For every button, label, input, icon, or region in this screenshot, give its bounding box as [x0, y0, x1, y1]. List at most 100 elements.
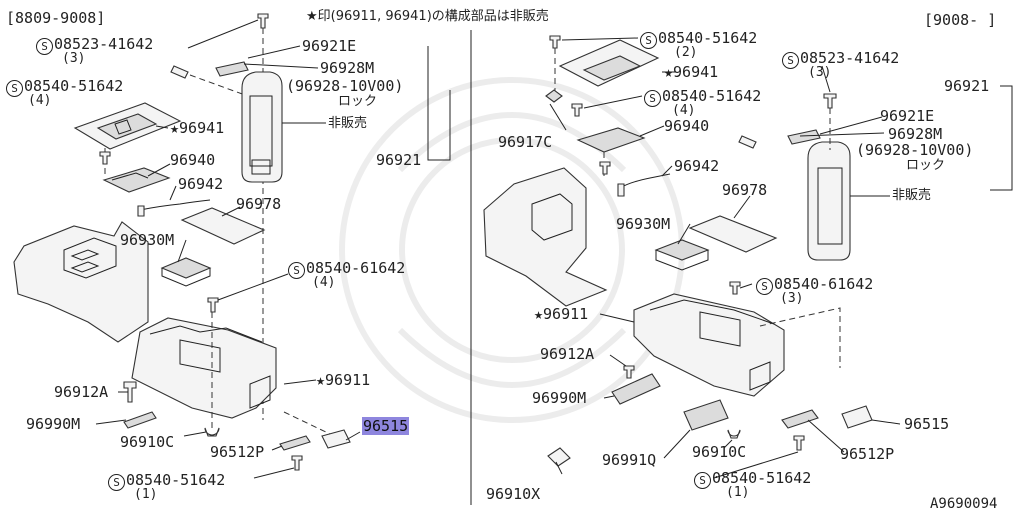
part-96921-right[interactable]: 96921	[944, 77, 990, 95]
lock-label-left: ロック	[338, 94, 378, 109]
screw-boot-left	[99, 151, 111, 165]
qty-b-right: (4)	[672, 103, 696, 118]
part-96928M-right[interactable]: 96928M	[888, 125, 943, 143]
part-96912A-left[interactable]: 96912A	[54, 383, 109, 401]
screw-bottom-left	[291, 455, 303, 471]
part-96921-left[interactable]: 96921	[376, 151, 422, 169]
qty-a-left: (3)	[62, 51, 86, 66]
part-96911-right[interactable]: ★96911	[534, 305, 589, 323]
qty-c-right: (3)	[808, 65, 832, 80]
shift-plate-right	[576, 127, 646, 153]
screw-bezel-left	[170, 65, 189, 79]
figure-id: A9690094	[930, 496, 998, 510]
armrest-lid-right	[807, 141, 851, 261]
tray-mat-right	[688, 215, 778, 253]
screw-symbol-icon: S	[694, 472, 711, 489]
qty-d-left: (1)	[134, 487, 158, 502]
screw-symbol-icon: S	[782, 52, 799, 69]
bracket-96512P-left	[279, 435, 311, 451]
part-96991Q-right[interactable]: 96991Q	[602, 451, 657, 469]
left-date-range: [8809-9008]	[6, 9, 106, 27]
clip-96910C-right	[727, 429, 741, 439]
screw-96912A-left	[123, 381, 137, 403]
part-96910X-right[interactable]: 96910X	[486, 485, 541, 503]
part-96942-right[interactable]: 96942	[674, 157, 720, 175]
lock-part-right	[787, 129, 821, 145]
front-console-right	[483, 167, 608, 307]
part-96928M-left[interactable]: 96928M	[320, 59, 375, 77]
part-96978-left[interactable]: 96978	[236, 195, 282, 213]
qty-c-left: (4)	[312, 275, 336, 290]
qty-b-left: (4)	[28, 93, 52, 108]
not-for-sale-right: 非販売	[892, 188, 932, 203]
header-note: ★印(96911, 96941)の構成部品は非販売	[306, 9, 549, 24]
part-96912A-right[interactable]: 96912A	[540, 345, 595, 363]
screw-bottom-right	[793, 435, 805, 451]
armrest-lid-left	[241, 71, 283, 183]
screw-mid-left	[207, 297, 219, 313]
harness-left	[137, 199, 211, 217]
part-96921E-left[interactable]: 96921E	[302, 37, 357, 55]
part-96515-right[interactable]: 96515	[904, 415, 950, 433]
tray-mat-left	[180, 207, 266, 245]
part-96512P-left[interactable]: 96512P	[210, 443, 265, 461]
part-96911-left[interactable]: ★96911	[316, 371, 371, 389]
lid-96515-left	[321, 429, 351, 449]
part-96928-10V00-right[interactable]: (96928-10V00)	[856, 141, 974, 159]
screw-symbol-icon: S	[644, 90, 661, 107]
part-96941-left[interactable]: ★96941	[170, 119, 225, 137]
main-console-left	[131, 317, 277, 419]
part-96910C-right[interactable]: 96910C	[692, 443, 747, 461]
front-console-left	[13, 221, 149, 343]
part-96515-left-highlighted[interactable]: 96515	[362, 417, 410, 435]
part-96930M-right[interactable]: 96930M	[616, 215, 671, 233]
part-96990M-left[interactable]: 96990M	[26, 415, 81, 433]
bracket-96991Q-right	[683, 399, 729, 431]
bracket-96990M-left	[123, 411, 157, 429]
harness-right	[617, 173, 671, 197]
lock-part-left	[215, 61, 249, 77]
right-date-range: [9008- ]	[924, 11, 997, 29]
part-96978-right[interactable]: 96978	[722, 181, 768, 199]
screw-symbol-icon: S	[36, 38, 53, 55]
qty-a-right: (2)	[674, 45, 698, 60]
part-96930M-left[interactable]: 96930M	[120, 231, 175, 249]
screw-bezel-right	[738, 135, 757, 149]
part-96921E-right[interactable]: 96921E	[880, 107, 935, 125]
screw-top-right	[549, 35, 561, 49]
shift-boot-right	[558, 39, 660, 87]
screw-console-right	[729, 281, 741, 295]
not-for-sale-left: 非販売	[328, 116, 368, 131]
part-96941-right[interactable]: ★96941	[664, 63, 719, 81]
part-96928-10V00-left[interactable]: (96928-10V00)	[286, 77, 404, 95]
clip-96910X-right	[547, 447, 571, 467]
bracket-96990M-right	[611, 373, 661, 405]
part-96942-left[interactable]: 96942	[178, 175, 224, 193]
screw-symbol-icon: S	[756, 278, 773, 295]
part-96512P-right[interactable]: 96512P	[840, 445, 895, 463]
part-96940-left[interactable]: 96940	[170, 151, 216, 169]
main-console-right	[633, 293, 785, 397]
screw-96912A-right	[623, 365, 635, 379]
pocket-left	[160, 257, 212, 287]
screw-plate-right	[599, 161, 611, 175]
part-96990M-right[interactable]: 96990M	[532, 389, 587, 407]
qty-d-right: (3)	[780, 291, 804, 306]
part-96940-right[interactable]: 96940	[664, 117, 710, 135]
screw-mid-right-a	[571, 103, 583, 117]
clip-96910C-left	[204, 427, 220, 437]
part-96910C-left[interactable]: 96910C	[120, 433, 175, 451]
part-96917C-right[interactable]: 96917C	[498, 133, 553, 151]
washer-96917C-right	[545, 89, 563, 103]
